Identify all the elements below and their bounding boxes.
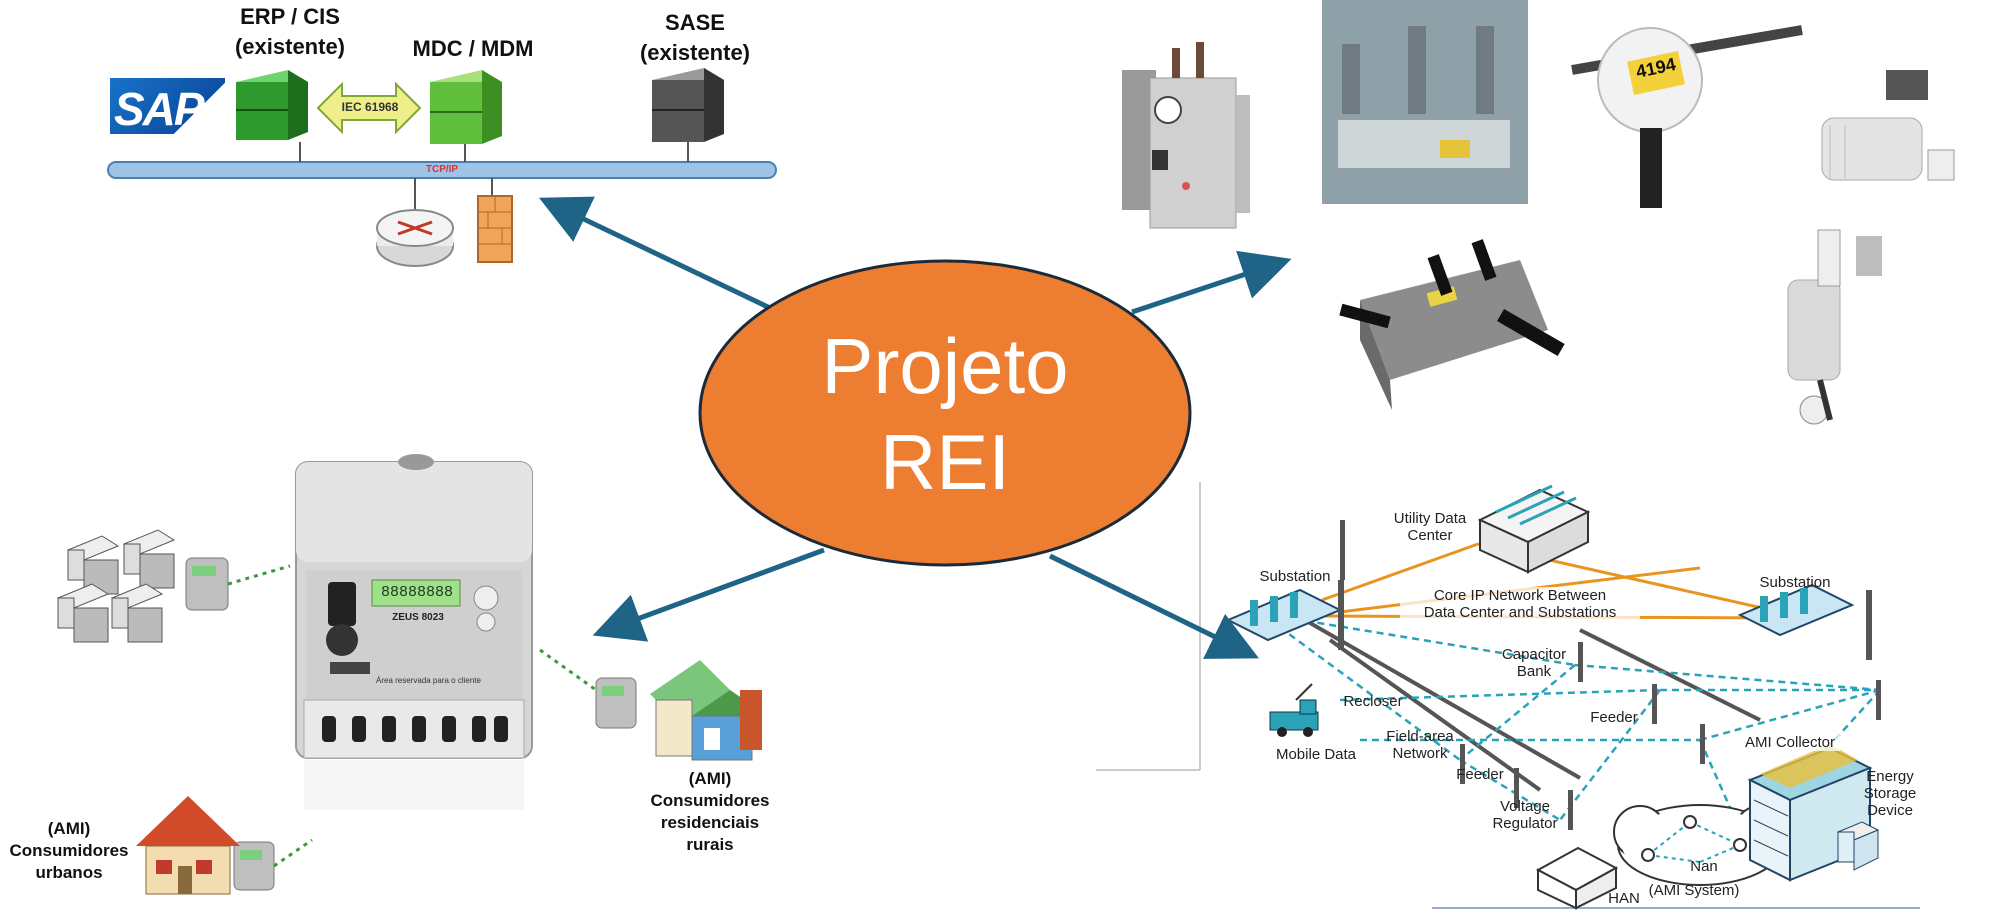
label-substation-left: Substation: [1259, 568, 1331, 585]
label-field-area-network: Field-area Network: [1386, 728, 1454, 762]
label-feeder-right: Feeder: [1590, 709, 1638, 726]
pole-recloser-icon: [1339, 239, 1565, 410]
project-title-line2: REI: [879, 418, 1011, 506]
label-mobile-data: Mobile Data: [1275, 746, 1357, 763]
erp-cis-label: ERP / CIS (existente): [234, 4, 346, 59]
arrow-to-grid-equipment: [1131, 250, 1292, 315]
mdc-mdm-label: MDC / MDM: [412, 36, 534, 61]
substation-right-icon: [1737, 583, 1872, 660]
ami-rural-label: (AMI) Consumidores residenciais rurais: [650, 769, 770, 854]
urban-house-icon: [136, 796, 240, 895]
cutout-fuse-icon: [1787, 229, 1882, 425]
label-capacitor-bank: Capacitor Bank: [1501, 646, 1567, 680]
tcp-ip-bus: [107, 161, 777, 179]
erp-server-icon: [236, 70, 308, 140]
projeto-rei-ellipse: [698, 259, 1192, 567]
ami-collector-building-icon: [1747, 744, 1873, 882]
poles-icon: [1340, 520, 1881, 830]
tcp-ip-label: TCP/IP: [425, 164, 459, 175]
rural-house-icon: [650, 660, 762, 761]
sap-logo-text: SAP: [114, 83, 205, 135]
mobile-data-truck-icon: [1269, 683, 1319, 737]
label-voltage-regulator: Voltage Regulator: [1492, 798, 1558, 832]
iec-61968-label: IEC 61968: [341, 100, 399, 114]
project-title-line1: Projeto: [821, 322, 1069, 410]
buildings-icon: [56, 529, 176, 643]
ami-urban-label: (AMI) Consumidores urbanos: [9, 819, 129, 882]
router-icon: [376, 209, 454, 267]
label-substation-right: Substation: [1759, 574, 1831, 591]
label-energy-storage: Energy Storage Device: [1863, 768, 1917, 819]
meter-brand-text: ZEUS 8023: [392, 612, 444, 623]
iec-61968-arrow-icon: [316, 81, 422, 135]
firewall-icon: [477, 195, 513, 263]
sase-server-icon: [652, 68, 724, 142]
line-sensor-icon: [1571, 25, 1803, 208]
han-home-icon: [1535, 846, 1619, 910]
transformer-icon: [1122, 42, 1250, 229]
energy-storage-icon: [1836, 821, 1880, 871]
mdc-server-icon: [430, 70, 502, 144]
label-recloser: Recloser: [1343, 693, 1403, 710]
sap-logo: SAP: [110, 78, 225, 135]
label-ami-system: (AMI System): [1648, 882, 1740, 899]
smart-meter-large-icon: [295, 454, 533, 810]
arrow-to-smart-grid: [1048, 553, 1259, 659]
label-ami-collector: AMI Collector: [1740, 734, 1840, 751]
meter-display-text: 88888888: [380, 584, 453, 601]
arrow-to-it-systems: [538, 196, 772, 311]
meter-caption-text: Área reservada para o cliente: [376, 676, 481, 685]
label-feeder-left: Feeder: [1456, 766, 1504, 783]
recloser-photo-icon: [1322, 0, 1528, 204]
sase-label: SASE (existente): [639, 10, 751, 65]
label-nan: Nan: [1690, 858, 1718, 875]
utility-data-center-icon: [1477, 484, 1591, 574]
fault-indicator-icon: [1821, 70, 1955, 181]
label-han: HAN: [1608, 890, 1640, 907]
project-title: Projeto REI: [700, 318, 1190, 510]
label-utility-data-center: Utility Data Center: [1393, 510, 1467, 544]
label-core-ip-network: Core IP Network Between Data Center and …: [1400, 587, 1640, 621]
arrow-to-ami: [592, 547, 825, 642]
smart-meter-small-rural-icon: [595, 677, 637, 729]
